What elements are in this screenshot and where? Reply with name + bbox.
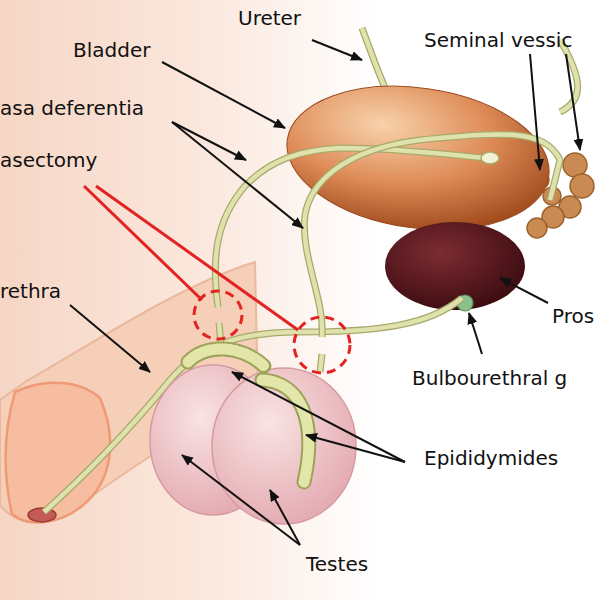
vas-deferens-left (215, 148, 499, 354)
part-label: rethra (0, 279, 61, 303)
vasectomy-leader (96, 186, 298, 330)
leader-line (232, 372, 405, 462)
vas-outline (304, 134, 560, 337)
epididymis-coil (262, 380, 309, 482)
leader-line (172, 122, 246, 160)
part-label: Pros (552, 304, 594, 328)
part-label: Seminal vessic (424, 28, 572, 52)
vas-deferens-right (304, 134, 560, 372)
leader-lines (70, 40, 580, 545)
leader-line (270, 490, 300, 545)
leader-line (312, 40, 362, 60)
leader-line (469, 313, 482, 354)
vesicle-lobe (570, 174, 594, 198)
vas-outline (320, 354, 322, 372)
vas-tube (304, 134, 560, 337)
part-label: asa deferentia (0, 96, 144, 120)
vas-tube (215, 148, 488, 307)
leader-line (162, 62, 285, 128)
urethral-opening (28, 508, 56, 522)
vasectomy-leader (84, 186, 202, 300)
leader-line (306, 435, 405, 462)
epididymis-outline (188, 349, 264, 366)
ampulla (481, 152, 499, 164)
leader-line (182, 455, 300, 545)
leader-line (500, 278, 548, 303)
part-label: Ureter (238, 6, 301, 30)
bladder (278, 70, 559, 245)
leader-line (530, 54, 540, 170)
vas-outline (215, 148, 488, 307)
prostate (385, 222, 525, 310)
part-label: asectomy (0, 148, 97, 172)
leader-line (70, 305, 150, 372)
vasectomy-site (294, 317, 350, 373)
part-label: Testes (306, 552, 368, 576)
part-label: Bulbourethral g (412, 366, 567, 390)
leader-line (172, 122, 303, 228)
epididymis-outline (262, 380, 309, 482)
vesicle-lobe (527, 218, 547, 238)
epididymis-coil (188, 349, 264, 366)
leader-line (566, 54, 580, 150)
part-label: Epididymides (424, 446, 558, 470)
testis (212, 368, 356, 524)
part-label: Bladder (73, 38, 150, 62)
vas-tube (320, 354, 322, 372)
